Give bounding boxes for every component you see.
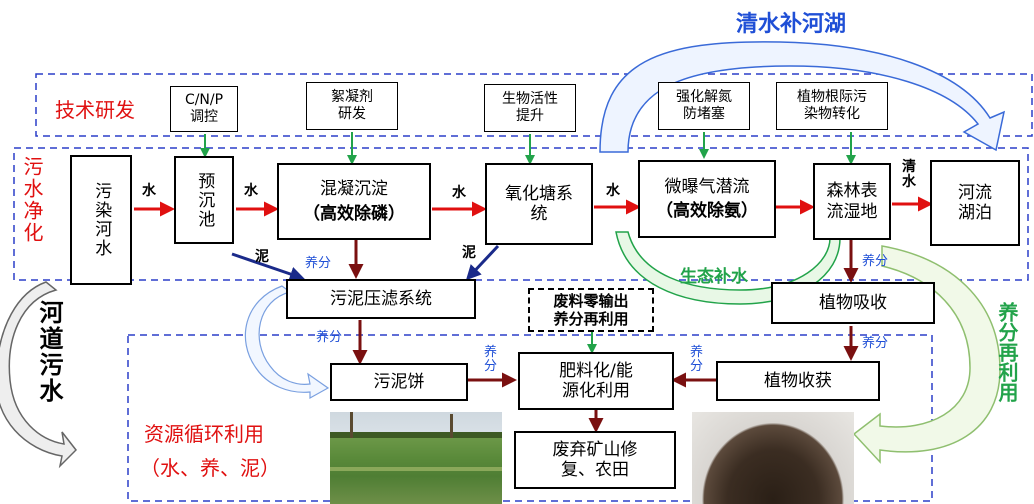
tech-title: 技术研发 — [55, 98, 135, 122]
farmland-photo — [330, 412, 502, 504]
mud-arrow-left — [231, 252, 305, 282]
mud-label-right: 泥 — [462, 245, 476, 261]
box-sludge-filter: 污泥压滤系统 — [286, 279, 476, 319]
sewage-frame — [13, 147, 1029, 281]
box-harvest: 植物收获 — [716, 361, 880, 401]
clear-water-curve-arrow — [599, 41, 1006, 153]
box-plant-absorb: 植物吸收 — [771, 282, 935, 324]
box-oxidation-pond: 氧化塘系 统 — [485, 163, 593, 245]
resource-title: 资源循环利用 — [144, 422, 264, 446]
nutrient-label-filter: 养分 — [316, 330, 343, 345]
mud-arrow-right — [465, 244, 500, 281]
tech-box-flocculant: 絮凝剂 研发 — [306, 82, 398, 130]
coag-sub-label: （高效除磷） — [303, 203, 405, 224]
river-sewage-label: 河道污水 — [35, 300, 63, 404]
tech-box-bio-activity: 生物活性 提升 — [484, 84, 576, 132]
sewage-title: 污水净化 — [20, 156, 44, 244]
nutrient-label-absorb: 养分 — [862, 336, 889, 351]
coag-label: 混凝沉淀 — [320, 179, 388, 200]
resource-frame — [127, 334, 933, 502]
river-sewage-curve-arrow — [0, 281, 77, 469]
water-label-4: 水 — [606, 183, 620, 199]
tech-box-cnp: C/N/P 调控 — [170, 86, 238, 132]
tech-frame — [35, 73, 1033, 137]
water-label-3: 水 — [452, 185, 466, 201]
nutrient-label-wetland: 养分 — [862, 254, 889, 269]
sludge-curve-arrow — [244, 285, 330, 400]
box-river-water: 污染河水 — [70, 155, 132, 285]
nutrient-label-cake: 养 分 — [484, 345, 498, 375]
eco-water-label: 生态补水 — [680, 267, 748, 287]
tech-box-rhizosphere: 植物根际污 染物转化 — [776, 82, 888, 130]
aer-label: 微曝气潜流 — [664, 176, 750, 197]
box-aeration: 微曝气潜流 （高效除氨） — [638, 160, 776, 238]
tech-box-nitrogen: 强化解氮 防堵塞 — [658, 82, 750, 130]
box-coagulation: 混凝沉淀 （高效除磷） — [277, 163, 431, 240]
nutrient-recycle-label: 养分再利用 — [995, 302, 1019, 402]
box-fertilizer: 肥料化/能 源化利用 — [518, 352, 674, 410]
mud-label-left: 泥 — [255, 249, 269, 265]
box-pre-pond: 预沉池 — [174, 156, 234, 244]
water-label-1: 水 — [142, 183, 156, 199]
water-label-2: 水 — [244, 183, 258, 199]
box-mine-farmland: 废弃矿山修 复、农田 — [514, 431, 676, 489]
nutrient-label-coag: 养分 — [305, 256, 332, 271]
box-zero-waste: 废料零输出 养分再利用 — [528, 288, 654, 332]
top-label: 清水补河湖 — [736, 12, 847, 37]
clear-water-label: 清 水 — [902, 159, 916, 191]
nutrient-label-harvest: 养 分 — [690, 345, 704, 375]
aer-sub-label: （高效除氨） — [656, 201, 758, 221]
resource-subtitle: （水、养、泥） — [140, 456, 280, 480]
box-sludge-cake: 污泥饼 — [330, 363, 468, 401]
box-wetland: 森林表 流湿地 — [813, 163, 891, 240]
sludge-photo — [692, 412, 854, 504]
box-lake: 河流 湖泊 — [930, 160, 1020, 246]
nutrient-recycle-curve-arrow — [852, 245, 1001, 464]
